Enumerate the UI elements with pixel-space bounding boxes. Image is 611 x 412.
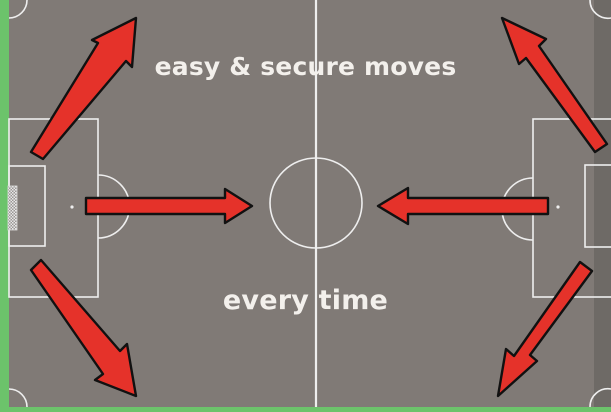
arrow-right-down: [496, 260, 594, 398]
left-goal-net: [7, 185, 18, 231]
corner-arc-bottom-left: [8, 388, 28, 408]
arrow-left-down: [29, 258, 138, 398]
corner-arc-top-left: [8, 0, 28, 19]
arrow-right-middle: [376, 186, 550, 226]
caption-top: easy & secure moves: [154, 52, 457, 81]
corner-arc-top-right: [589, 0, 611, 20]
right-goal-area: [584, 164, 611, 248]
arrows-group: [29, 16, 609, 398]
left-penalty-spot: [70, 205, 74, 209]
center-circle: [269, 157, 363, 249]
right-edge-strip: [594, 0, 611, 407]
corner-arc-bottom-right: [589, 387, 611, 408]
arrow-left-middle: [84, 187, 254, 225]
arrow-right-up: [500, 16, 609, 154]
caption-bottom: every time: [222, 285, 389, 316]
right-penalty-spot: [556, 205, 560, 209]
arrow-left-up: [29, 16, 138, 161]
